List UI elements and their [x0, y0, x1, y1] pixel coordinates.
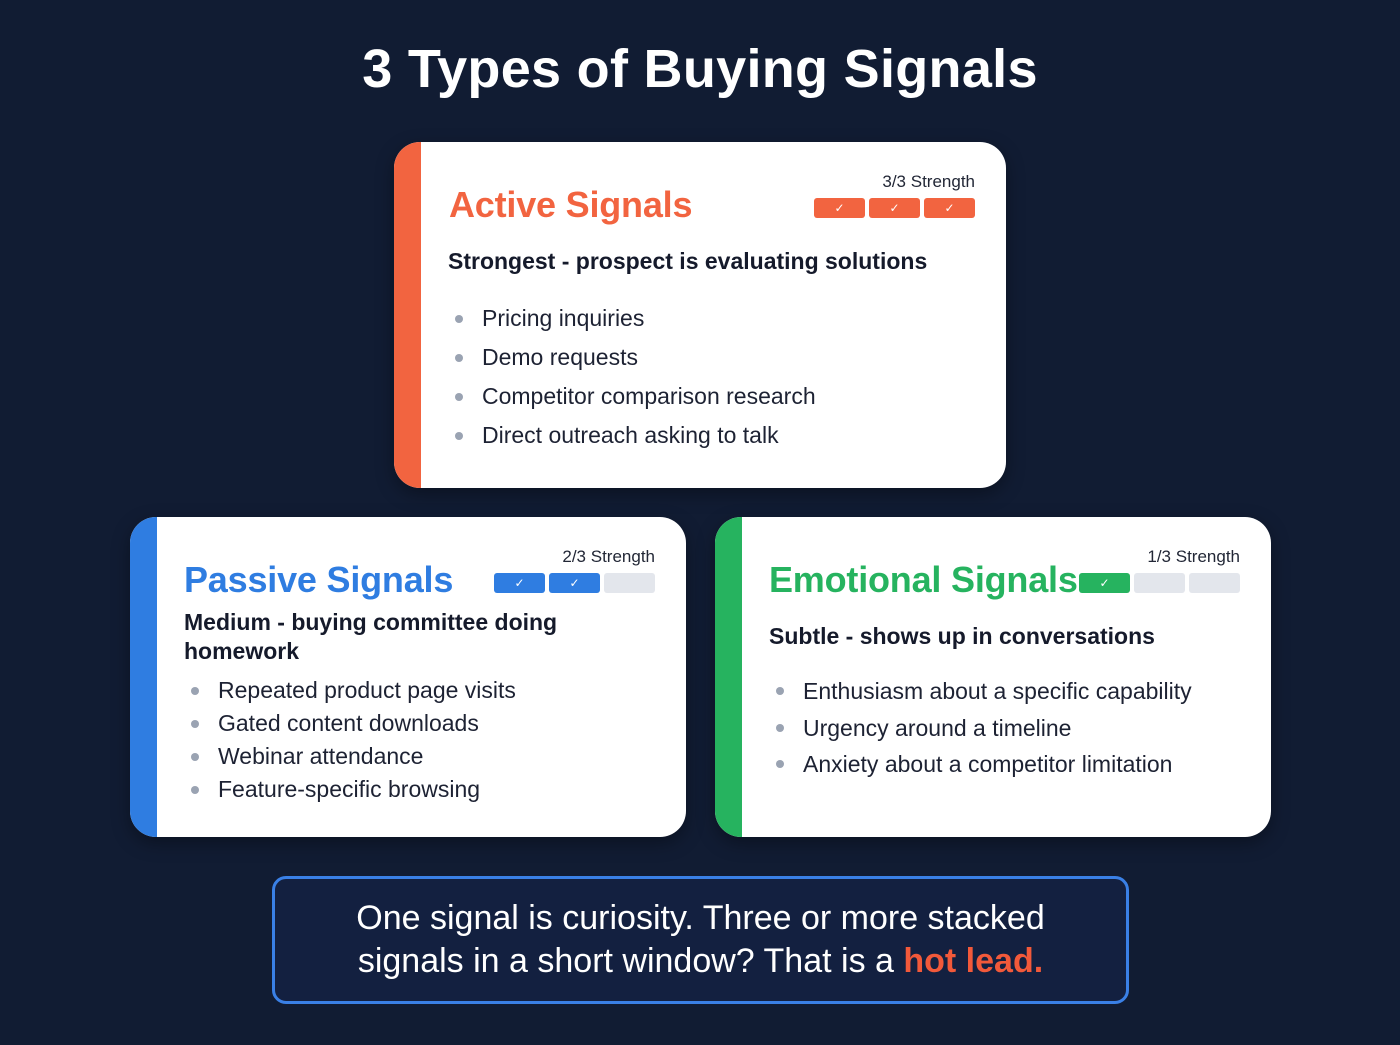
- card-passive-signals: Passive Signals 2/3 Strength ✓ ✓ Medium …: [130, 517, 686, 837]
- strength-segment-empty: [1134, 573, 1185, 593]
- strength-segment-filled: ✓: [494, 573, 545, 593]
- page-title: 3 Types of Buying Signals: [362, 39, 1038, 99]
- strength-label: 2/3 Strength: [562, 547, 655, 566]
- signal-list: Enthusiasm about a specific capability U…: [769, 673, 1192, 783]
- list-item: Enthusiasm about a specific capability: [769, 673, 1192, 710]
- card-subtitle: Medium - buying committee doing homework: [184, 609, 558, 664]
- list-item: Repeated product page visits: [184, 674, 516, 707]
- list-item: Competitor comparison research: [448, 377, 816, 416]
- check-icon: ✓: [1099, 576, 1110, 590]
- strength-label: 1/3 Strength: [1147, 547, 1240, 566]
- strength-segment-filled: ✓: [924, 198, 975, 218]
- list-item: Feature-specific browsing: [184, 773, 516, 806]
- card-subtitle: Subtle - shows up in conversations: [769, 623, 1155, 649]
- list-item: Anxiety about a competitor limitation: [769, 746, 1192, 783]
- callout-text: One signal is curiosity. Three or more s…: [356, 897, 1044, 983]
- signal-list: Repeated product page visits Gated conte…: [184, 674, 516, 806]
- list-item: Direct outreach asking to talk: [448, 416, 816, 455]
- callout-line-2: signals in a short window? That is a: [357, 942, 904, 980]
- list-item: Urgency around a timeline: [769, 710, 1192, 747]
- signal-list: Pricing inquiries Demo requests Competit…: [448, 299, 816, 455]
- callout-box: One signal is curiosity. Three or more s…: [272, 876, 1129, 1004]
- card-title: Active Signals: [449, 184, 693, 225]
- strength-label: 3/3 Strength: [882, 172, 975, 191]
- accent-bar: [130, 517, 157, 837]
- card-emotional-signals: Emotional Signals 1/3 Strength ✓ Subtle …: [715, 517, 1271, 837]
- strength-meter: ✓: [1079, 573, 1240, 593]
- strength-segment-filled: ✓: [814, 198, 865, 218]
- strength-meter: ✓ ✓: [494, 573, 655, 593]
- accent-bar: [715, 517, 742, 837]
- strength-segment-empty: [1189, 573, 1240, 593]
- accent-bar: [394, 142, 421, 488]
- card-active-signals: Active Signals 3/3 Strength ✓ ✓ ✓ Strong…: [394, 142, 1006, 488]
- check-icon: ✓: [834, 201, 845, 215]
- list-item: Gated content downloads: [184, 707, 516, 740]
- list-item: Pricing inquiries: [448, 299, 816, 338]
- list-item: Demo requests: [448, 338, 816, 377]
- card-title: Passive Signals: [184, 559, 454, 600]
- check-icon: ✓: [889, 201, 900, 215]
- callout-highlight: hot lead.: [903, 942, 1044, 980]
- strength-segment-filled: ✓: [1079, 573, 1130, 593]
- check-icon: ✓: [569, 576, 580, 590]
- check-icon: ✓: [944, 201, 955, 215]
- strength-meter: ✓ ✓ ✓: [814, 198, 975, 218]
- check-icon: ✓: [514, 576, 525, 590]
- list-item: Webinar attendance: [184, 740, 516, 773]
- card-title: Emotional Signals: [769, 559, 1078, 600]
- card-subtitle: Strongest - prospect is evaluating solut…: [448, 248, 928, 274]
- strength-segment-filled: ✓: [549, 573, 600, 593]
- strength-segment-empty: [604, 573, 655, 593]
- callout-line-1: One signal is curiosity. Three or more s…: [356, 899, 1045, 937]
- strength-segment-filled: ✓: [869, 198, 920, 218]
